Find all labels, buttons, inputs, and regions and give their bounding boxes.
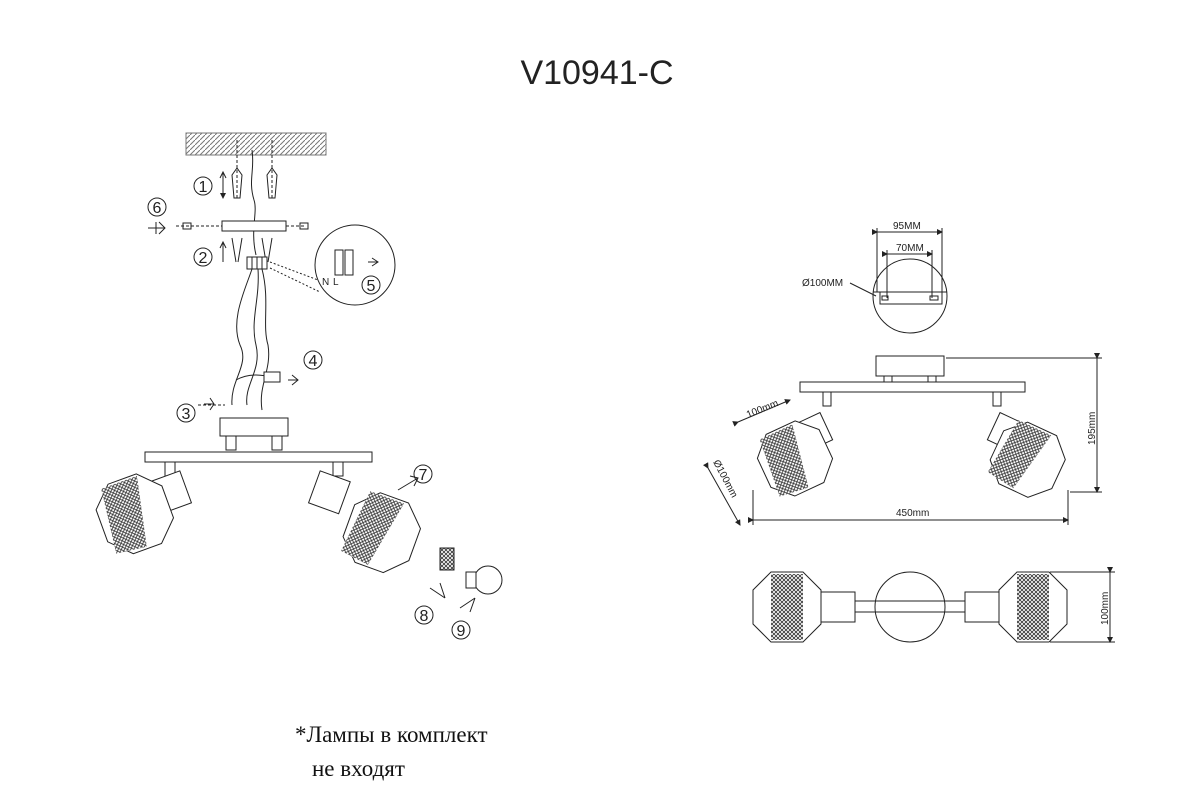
lamp-bar — [144, 451, 373, 463]
canopy — [219, 417, 289, 437]
spot-right — [307, 470, 422, 574]
spot-left — [95, 470, 193, 555]
note-line-1: *Лампы в комплект — [295, 722, 488, 747]
front-bar — [799, 381, 1026, 393]
wire-neutral-label: N — [322, 277, 329, 288]
exploded-view — [95, 132, 503, 613]
dim-total-height: 195mm — [1087, 412, 1098, 445]
step-6: 6 — [153, 200, 162, 217]
dim-plate-width: 95MM — [893, 221, 921, 232]
note-line-2: не входят — [312, 756, 405, 781]
wiring-detail-bubble — [314, 224, 396, 306]
mounting-plate — [221, 220, 287, 232]
step-7: 7 — [419, 467, 428, 484]
wire-live-label: L — [333, 277, 339, 288]
step-2: 2 — [199, 250, 208, 267]
dim-hole-spacing: 70MM — [896, 243, 924, 254]
ceiling — [185, 132, 327, 156]
step-4: 4 — [309, 353, 318, 370]
step-markers — [147, 176, 471, 640]
step-8: 8 — [420, 608, 429, 625]
step-1: 1 — [199, 179, 208, 196]
step-5: 5 — [367, 278, 376, 295]
step-3: 3 — [182, 406, 191, 423]
dim-canopy-diameter: Ø100MM — [802, 278, 843, 289]
dim-top-height: 100mm — [1100, 592, 1111, 625]
dim-total-width: 450mm — [896, 508, 929, 519]
dim-shade-depth: 100mm — [745, 398, 780, 421]
step-9: 9 — [457, 623, 466, 640]
dimension-views — [702, 228, 1115, 643]
product-title: V10941-C — [520, 54, 673, 92]
